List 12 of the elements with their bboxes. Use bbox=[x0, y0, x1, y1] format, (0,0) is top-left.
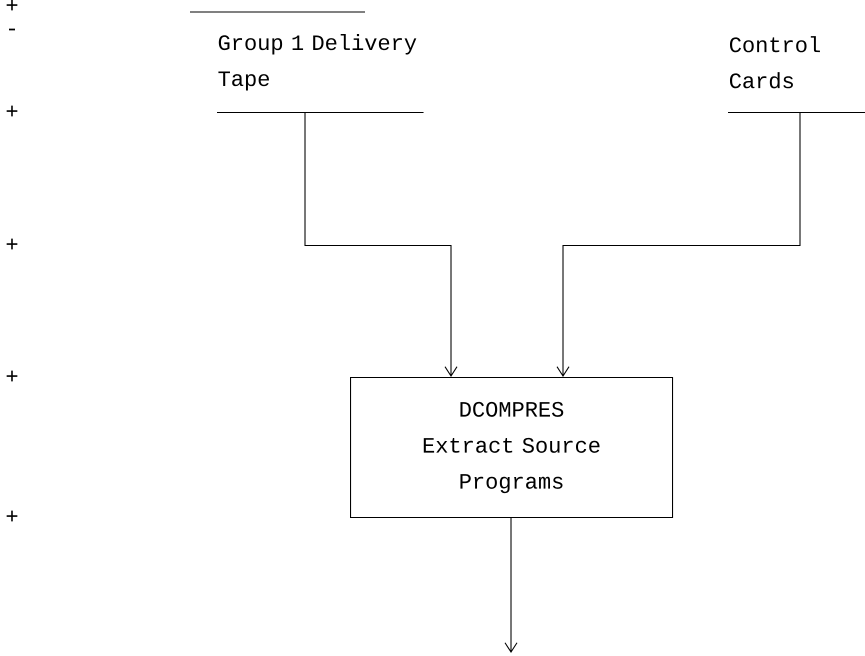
input-box: Group 1 Delivery Tape bbox=[190, 11, 424, 114]
margin-marker: + bbox=[6, 370, 18, 382]
margin-marker: + bbox=[6, 106, 18, 116]
input-box: Control Cards bbox=[728, 36, 865, 114]
margin-marker: - bbox=[9, 28, 15, 30]
arrow bbox=[556, 112, 801, 377]
arrow bbox=[504, 518, 518, 654]
margin-marker: + bbox=[6, 238, 18, 250]
margin-marker: + bbox=[6, 510, 18, 522]
process-box: DCOMPRES Extract Source Programs bbox=[350, 377, 674, 518]
arrow bbox=[304, 112, 458, 377]
margin-marker: + bbox=[6, 0, 18, 10]
